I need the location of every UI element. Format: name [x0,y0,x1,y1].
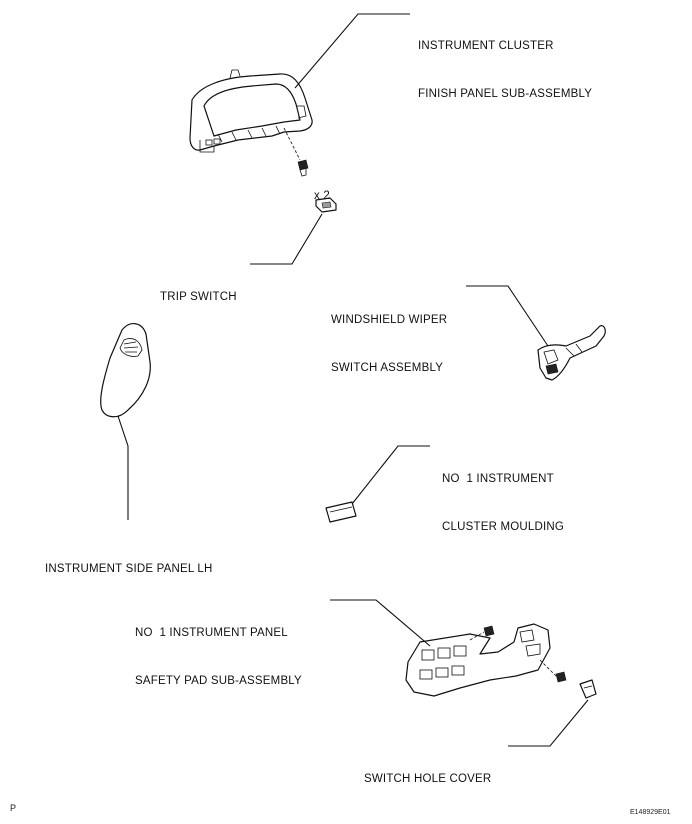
trip-switch-drawing [315,197,337,213]
label-instrument-cluster-finish-panel: INSTRUMENT CLUSTER FINISH PANEL SUB-ASSE… [418,40,593,100]
windshield-wiper-switch-drawing [537,325,606,381]
label-no1-instrument-panel-safety-pad: NO 1 INSTRUMENT PANEL SAFETY PAD SUB-ASS… [135,627,302,687]
leader-trip-switch [250,213,323,265]
label-screw-quantity: x 2 [314,190,330,202]
leader-cluster-panel [294,13,410,89]
page-mark: P [10,803,17,813]
figure-code: E148929E01 [630,809,671,816]
instrument-cluster-finish-panel-drawing [189,69,313,161]
label-windshield-wiper-switch: WINDSHIELD WIPER SWITCH ASSEMBLY [331,314,448,374]
instrument-side-panel-lh-drawing [100,323,151,418]
screw-icon [297,159,309,177]
leader-safety-pad [330,599,431,647]
leader-cluster-moulding [351,445,430,505]
label-no1-instrument-cluster-moulding: NO 1 INSTRUMENT CLUSTER MOULDING [442,473,565,533]
no1-instrument-panel-safety-pad-drawing [405,623,557,697]
leader-switch-hole-cover [508,699,589,747]
label-switch-hole-cover: SWITCH HOLE COVER [364,773,492,785]
label-instrument-side-panel-lh: INSTRUMENT SIDE PANEL LH [45,563,213,575]
switch-hole-cover-drawing [579,679,597,699]
no1-instrument-cluster-moulding-drawing [325,501,357,523]
label-trip-switch: TRIP SWITCH [160,291,237,303]
leader-side-panel [117,415,129,520]
bolt-icon [483,625,495,637]
clip-icon [555,671,567,683]
leader-wiper-switch [466,285,549,347]
